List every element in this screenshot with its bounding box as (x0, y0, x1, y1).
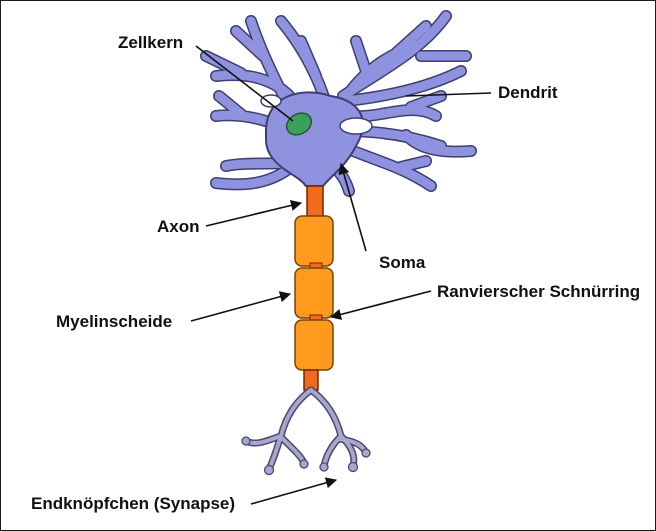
branch (401, 130, 476, 157)
soma-highlight (260, 94, 282, 108)
branch (281, 437, 306, 465)
branch (341, 66, 466, 106)
label-axon: Axon (157, 217, 200, 236)
branch (406, 91, 446, 112)
branch (396, 156, 431, 172)
label-myelin-sheath: Myelinscheide (56, 312, 173, 331)
myelin-sheath (294, 267, 334, 319)
axon-segment (306, 185, 324, 219)
myelin-sheath (294, 215, 334, 267)
label-axon-terminal: Endknöpfchen (Synapse) (31, 494, 236, 513)
branch (231, 26, 268, 61)
myelin-sheath (294, 319, 334, 371)
branch (338, 11, 451, 101)
branch (309, 388, 343, 438)
pointer-lines (190, 45, 492, 505)
branch (214, 91, 246, 119)
branch-outline (277, 386, 315, 440)
nucleus (285, 112, 313, 136)
label-node-of-ranvier: Ranvierscher Schnürring (437, 282, 641, 301)
branch (391, 21, 431, 58)
soma-highlight (339, 117, 373, 135)
label-nucleus: Zellkern (118, 33, 184, 52)
branch-outline (307, 386, 345, 440)
branch (279, 388, 313, 438)
soma-body (264, 91, 364, 187)
label-soma: Soma (379, 253, 426, 272)
branch (351, 36, 371, 76)
axon-terminals (242, 386, 370, 473)
label-dendrite: Dendrit (498, 83, 558, 102)
terminal-buttons (241, 436, 371, 476)
branch (296, 36, 321, 81)
